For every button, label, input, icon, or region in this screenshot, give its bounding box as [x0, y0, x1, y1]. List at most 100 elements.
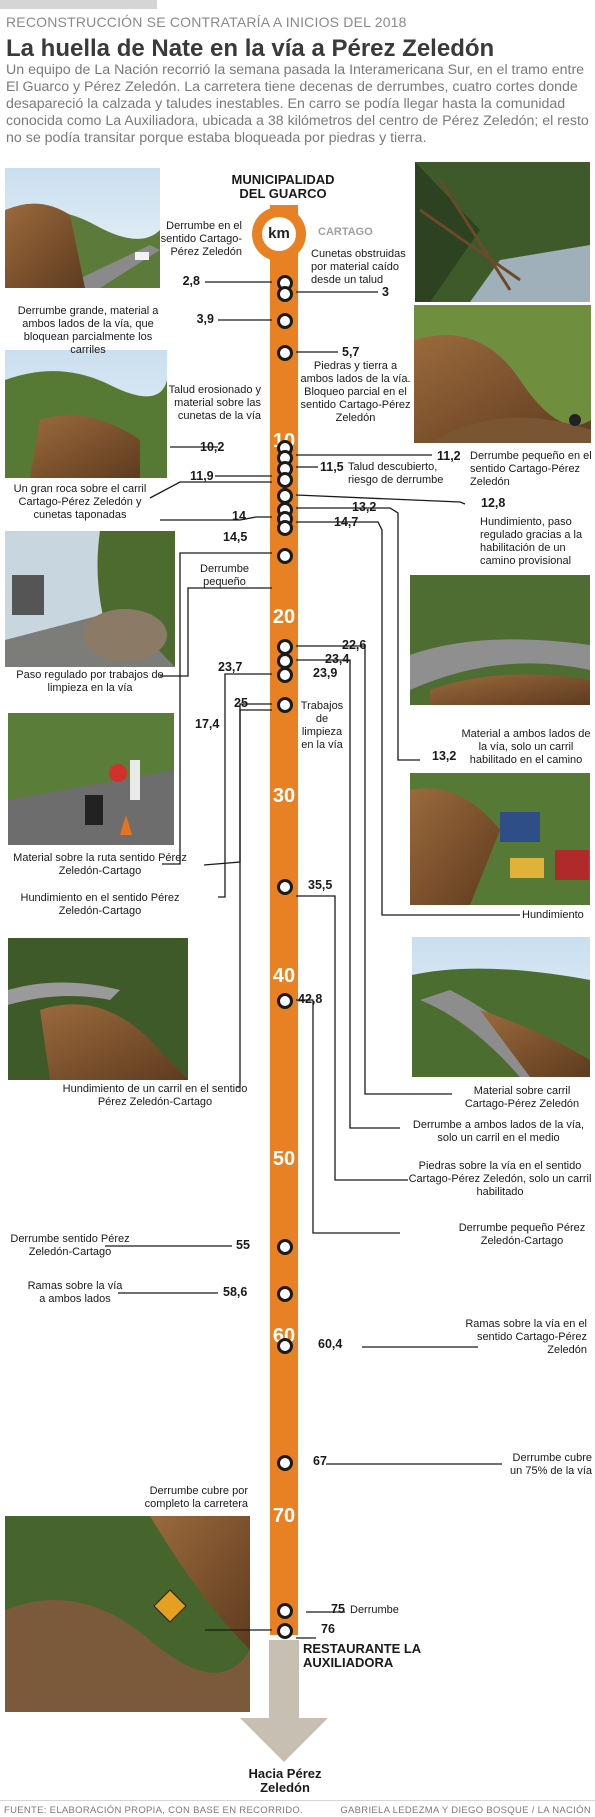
km-76: 76 — [321, 1622, 335, 1636]
node-km-3[interactable] — [277, 286, 293, 302]
photo-caption-landslide: Derrumbe cubre por completo la carretera — [144, 1485, 248, 1510]
node-km-25[interactable] — [277, 697, 293, 713]
km-14: 14 — [232, 509, 246, 523]
photo-landslide-road-1 — [5, 168, 160, 288]
km-3-9: 3,9 — [196, 312, 214, 326]
km-58-6: 58,6 — [223, 1285, 248, 1299]
photo-slope-earth — [414, 305, 591, 443]
desc-14: Paso regulado por trabajos de limpieza e… — [16, 669, 164, 694]
km-67: 67 — [313, 1454, 327, 1468]
end-label: RESTAURANTE LA AUXILIADORA — [303, 1641, 421, 1670]
km-2-8: 2,8 — [182, 274, 200, 288]
arrow-body — [269, 1640, 299, 1725]
km-10-2: 10,2 — [200, 440, 225, 454]
km-11-2: 11,2 — [437, 449, 461, 463]
node-km-14-5[interactable] — [277, 548, 293, 564]
desc-13-2: Material a ambos lados de la vía, solo u… — [461, 728, 591, 766]
desc-17-4: Material sobre la ruta sentido Pérez Zel… — [13, 852, 187, 877]
km-12-8: 12,8 — [481, 496, 506, 510]
km-75: 75 — [331, 1602, 345, 1616]
node-km-35-5[interactable] — [277, 879, 293, 895]
desc-22-6: Material sobre carril Cartago-Pérez Zele… — [464, 1085, 580, 1110]
photo-eroded-slope — [5, 350, 167, 478]
node-km-14-7[interactable] — [277, 520, 293, 536]
node-km-42-8[interactable] — [277, 993, 293, 1009]
photo-sunken-road-3 — [412, 937, 590, 1077]
photo-fallen-trees — [415, 162, 590, 302]
km-17-4: 17,4 — [195, 717, 220, 731]
tick-30: 30 — [272, 785, 296, 807]
photo-landslide-cars — [410, 773, 590, 905]
desc-3-9: Derrumbe grande, material a ambos lados … — [17, 305, 159, 356]
photo-collapsed-road-1 — [410, 575, 590, 705]
desc-11-9: Un gran roca sobre el carril Cartago-Pér… — [13, 483, 147, 521]
km-25: 25 — [234, 696, 248, 710]
credits: GABRIELA LEDEZMA Y DIEGO BOSQUE / LA NAC… — [340, 1805, 591, 1816]
arrow-head — [240, 1718, 328, 1762]
desc-35-5: Piedras sobre la vía en el sentido Carta… — [408, 1160, 592, 1198]
node-km-58-6[interactable] — [277, 1286, 293, 1302]
desc-55: Derrumbe sentido Pérez Zeledón-Cartago — [10, 1233, 130, 1258]
cartago-label: CARTAGO — [318, 226, 373, 238]
node-km-67[interactable] — [277, 1455, 293, 1471]
desc-10-2: Talud erosionado y material sobre las cu… — [168, 384, 261, 422]
kicker: RECONSTRUCCIÓN SE CONTRATARÍA A INICIOS … — [6, 14, 407, 30]
desc-23-9: Trabajos de limpieza en la vía — [300, 700, 344, 751]
node-km-11-9[interactable] — [277, 472, 293, 488]
node-km-76[interactable] — [277, 1623, 293, 1639]
km-13-2-b: 13,2 — [432, 749, 457, 763]
page-title: La huella de Nate en la vía a Pérez Zele… — [6, 35, 495, 62]
desc-60-4: Ramas sobre la vía en el sentido Cartago… — [465, 1318, 587, 1356]
tick-40: 40 — [272, 965, 296, 987]
photo-worker-stop-sign — [8, 713, 174, 845]
photo-sunken-road-2 — [8, 938, 188, 1080]
desc-11-2: Derrumbe pequeño en el sentido Cartago-P… — [470, 450, 592, 488]
tick-50: 50 — [272, 1148, 296, 1170]
node-km-3-9[interactable] — [277, 313, 293, 329]
node-km-75[interactable] — [277, 1603, 293, 1619]
source-note: FUENTE: ELABORACIÓN PROPIA, CON BASE EN … — [4, 1805, 303, 1816]
desc-3: Cunetas obstruidas por material caído de… — [311, 248, 406, 286]
km-35-5: 35,5 — [308, 878, 333, 892]
km-badge-label: km — [262, 217, 296, 251]
desc-14-7: Hundimiento — [522, 909, 584, 921]
desc-2-8: Derrumbe en el sentido Cartago-Pérez Zel… — [160, 220, 242, 258]
photo-forest-landslide — [5, 1516, 250, 1712]
km-60-4: 60,4 — [318, 1337, 343, 1351]
km-42-8: 42,8 — [298, 992, 323, 1006]
desc-25: Hundimiento de un carril en el sentido P… — [62, 1083, 248, 1108]
km-22-6: 22,6 — [342, 638, 367, 652]
km-3: 3 — [382, 285, 389, 299]
km-23-9: 23,9 — [313, 666, 338, 680]
km-23-4: 23,4 — [325, 652, 350, 666]
desc-11-5: Talud descubierto, riesgo de derrumbe — [348, 461, 444, 486]
km-55: 55 — [236, 1238, 250, 1252]
km-14-7: 14,7 — [334, 515, 359, 529]
km-11-9: 11,9 — [190, 469, 214, 483]
km-11-5: 11,5 — [320, 460, 344, 474]
photo-big-rock — [5, 531, 175, 667]
km-14-5: 14,5 — [223, 530, 248, 544]
node-km-23-9[interactable] — [277, 667, 293, 683]
km-5-7: 5,7 — [342, 345, 360, 359]
node-km-60-4[interactable] — [277, 1338, 293, 1354]
desc-75: Derrumbe — [350, 1604, 399, 1616]
tick-70: 70 — [272, 1505, 296, 1527]
desc-23-4: Derrumbe a ambos lados de la vía, solo u… — [412, 1119, 585, 1144]
start-label: MUNICIPALIDAD DEL GUARCO — [231, 172, 335, 201]
km-23-7: 23,7 — [218, 660, 243, 674]
lede-paragraph: Un equipo de La Nación recorrió la seman… — [6, 62, 589, 146]
node-km-5-7[interactable] — [277, 345, 293, 361]
desc-58-6: Ramas sobre la vía a ambos lados — [27, 1280, 123, 1305]
desc-67: Derrumbe cubre un 75% de la vía — [510, 1452, 592, 1477]
node-km-55[interactable] — [277, 1239, 293, 1255]
desc-23-7: Hundimiento en el sentido Pérez Zeledón-… — [20, 892, 180, 917]
desc-14-5: Derrumbe pequeño — [200, 563, 249, 588]
tick-20: 20 — [272, 606, 296, 628]
footer-rule — [0, 1800, 595, 1801]
desc-12-8: Hundimiento, paso regulado gracias a la … — [480, 516, 583, 567]
desc-42-8: Derrumbe pequeño Pérez Zeledón-Cartago — [458, 1222, 586, 1247]
km-13-2-a: 13,2 — [352, 500, 377, 514]
